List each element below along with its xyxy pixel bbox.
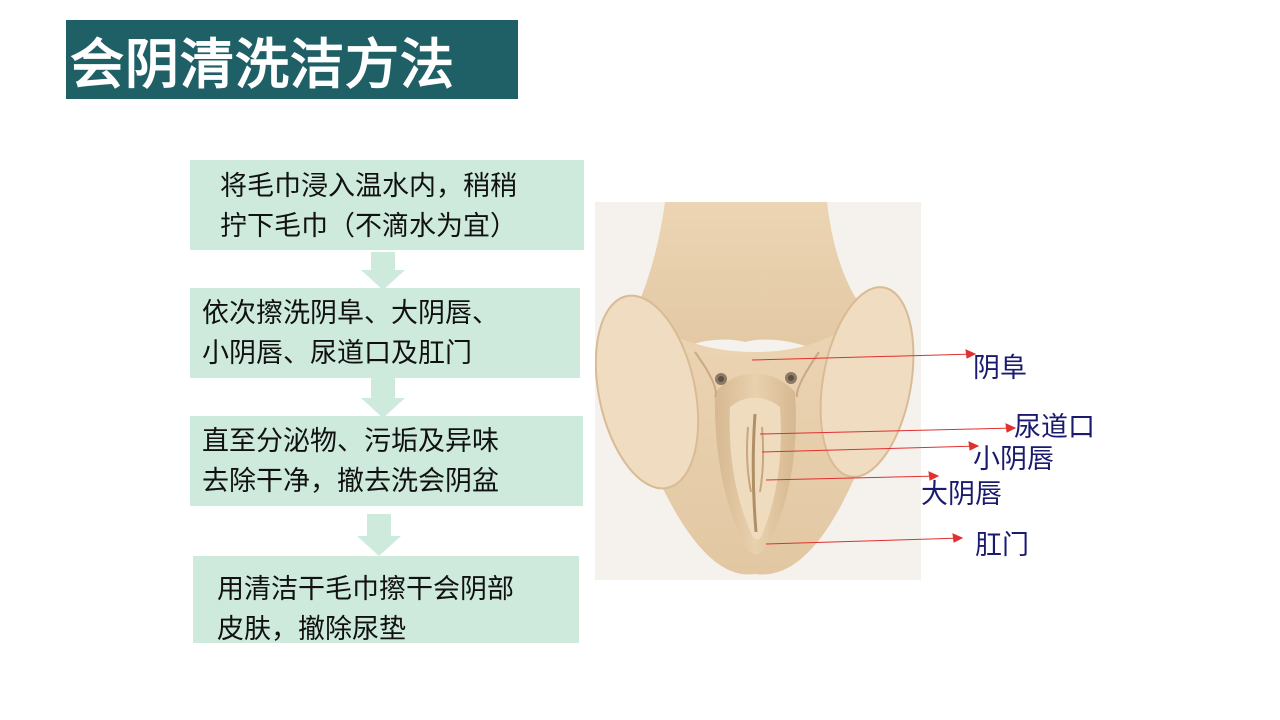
step-2-line-2: 小阴唇、尿道口及肛门	[202, 338, 472, 369]
step-3-line-1: 直至分泌物、污垢及异味	[202, 426, 499, 457]
step-3-line-2: 去除干净，撤去洗会阴盆	[202, 466, 499, 497]
step-4-line-1: 用清洁干毛巾擦干会阴部	[217, 574, 514, 605]
label-labia-minora: 小阴唇	[973, 444, 1054, 475]
step-1-line-2: 拧下毛巾（不滴水为宜）	[220, 211, 517, 242]
step-box-4: 用清洁干毛巾擦干会阴部 皮肤，撤除尿垫	[193, 556, 579, 643]
down-arrow-icon	[361, 252, 405, 290]
down-arrow-icon	[361, 378, 405, 418]
step-4-line-2: 皮肤，撤除尿垫	[217, 614, 406, 643]
step-box-3: 直至分泌物、污垢及异味 去除干净，撤去洗会阴盆	[190, 416, 583, 506]
page-title: 会阴清洗洁方法	[70, 33, 455, 96]
step-1-line-1: 将毛巾浸入温水内，稍稍	[220, 171, 517, 202]
step-box-2: 依次擦洗阴阜、大阴唇、 小阴唇、尿道口及肛门	[190, 288, 580, 378]
step-box-1: 将毛巾浸入温水内，稍稍 拧下毛巾（不滴水为宜）	[190, 160, 584, 250]
label-mons: 阴阜	[973, 353, 1027, 384]
down-arrow-icon	[357, 514, 401, 556]
label-urethra: 尿道口	[1014, 412, 1095, 443]
step-2-line-1: 依次擦洗阴阜、大阴唇、	[202, 298, 499, 329]
label-anus: 肛门	[975, 530, 1029, 561]
perineum-model-illustration	[595, 202, 921, 580]
label-labia-majora: 大阴唇	[921, 479, 1002, 510]
title-banner: 会阴清洗洁方法	[66, 20, 518, 99]
